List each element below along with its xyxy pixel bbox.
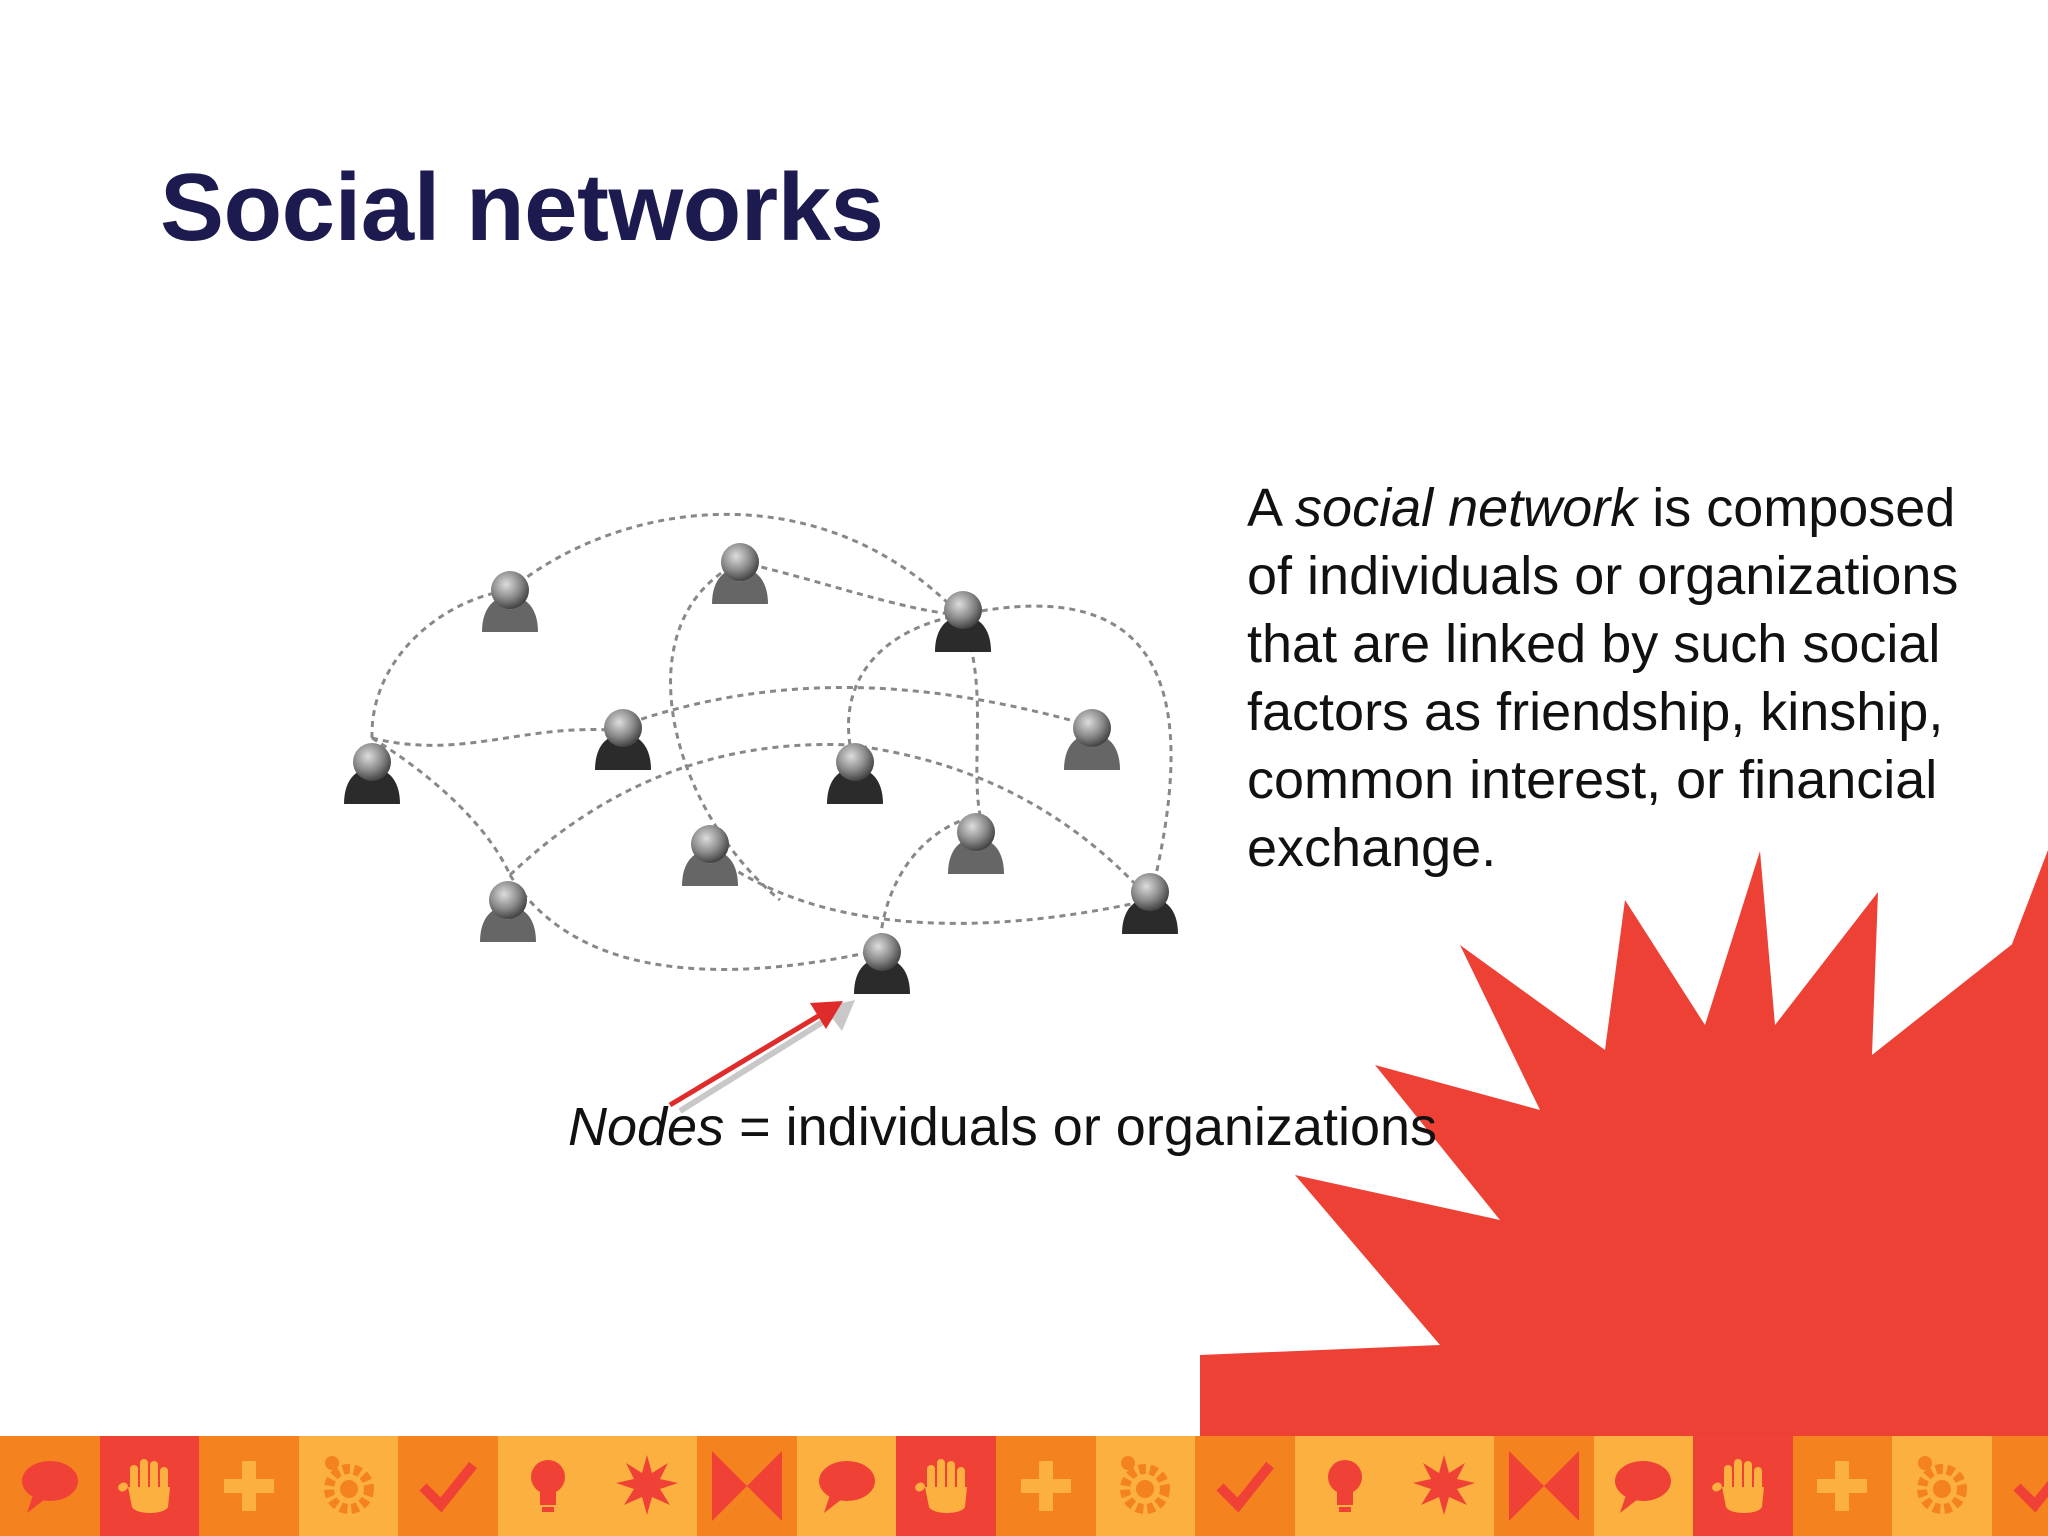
footer-tile	[298, 1436, 399, 1536]
gear-icon	[1917, 1456, 1968, 1514]
caption-body: = individuals or organizations	[724, 1097, 1438, 1157]
lightbulb-icon	[1327, 1460, 1362, 1512]
person-node-icon	[854, 933, 910, 994]
person-node-icon	[1064, 709, 1120, 770]
bowtie-icon	[1508, 1451, 1579, 1521]
footer-tile	[1294, 1436, 1395, 1536]
footer-tile	[1991, 1436, 2048, 1536]
network-edge	[371, 728, 611, 747]
network-edge	[959, 604, 1173, 901]
person-node-icon	[344, 743, 400, 804]
hand-icon	[1712, 1459, 1764, 1513]
footer-pattern-strip	[0, 1436, 2048, 1536]
sunburst-graphic	[1200, 850, 2048, 1440]
footer-tile	[497, 1436, 598, 1536]
footer-tile	[896, 1436, 996, 1536]
definition-prefix: A	[1247, 478, 1296, 538]
red-arrow-icon	[668, 1000, 855, 1114]
footer-tile	[1593, 1436, 1694, 1536]
nodes-caption: Nodes = individuals or organizations	[568, 1093, 1437, 1161]
speech-bubble-icon	[21, 1461, 78, 1513]
caption-term: Nodes	[568, 1097, 725, 1157]
network-edge	[849, 743, 1152, 901]
slide-title: Social networks	[160, 154, 884, 261]
network-edge	[508, 743, 851, 877]
burst-icon	[616, 1455, 679, 1515]
footer-tile	[597, 1436, 698, 1536]
network-edge	[370, 588, 511, 739]
footer-tile	[0, 1436, 100, 1536]
check-icon	[419, 1461, 478, 1513]
footer-tile	[995, 1436, 1096, 1536]
footer-tile	[398, 1436, 498, 1536]
person-node-icon	[712, 543, 768, 604]
network-edges	[370, 512, 1173, 971]
network-nodes	[344, 543, 1178, 994]
footer-tile	[1792, 1436, 1893, 1536]
network-edge	[719, 858, 1151, 925]
person-node-icon	[1122, 873, 1178, 934]
burst-icon	[1413, 1455, 1476, 1515]
definition-text: A social network is composed of individu…	[1247, 474, 2007, 882]
plus-icon	[1817, 1461, 1868, 1511]
footer-tile	[796, 1436, 897, 1536]
plus-icon	[1020, 1461, 1071, 1511]
footer-tile	[1493, 1436, 1594, 1536]
definition-term: social network	[1295, 478, 1638, 538]
check-icon	[1216, 1461, 1274, 1513]
footer-tile	[1892, 1436, 1992, 1536]
person-node-icon	[935, 591, 991, 652]
gear-icon	[1120, 1456, 1171, 1514]
footer-tile	[199, 1436, 299, 1536]
footer-tile	[1195, 1436, 1295, 1536]
check-icon	[2013, 1480, 2048, 1513]
lightbulb-icon	[530, 1460, 565, 1512]
footer-tile	[99, 1436, 200, 1536]
network-edge	[508, 874, 881, 971]
person-node-icon	[827, 743, 883, 804]
footer-tile	[697, 1436, 797, 1536]
person-node-icon	[682, 825, 738, 886]
network-edge	[509, 512, 962, 617]
network-edge	[739, 560, 961, 617]
person-node-icon	[595, 709, 651, 770]
footer-tile	[1095, 1436, 1196, 1536]
network-edge	[878, 813, 981, 951]
footer-tile	[1394, 1436, 1494, 1536]
hand-icon	[118, 1459, 171, 1513]
person-node-icon	[948, 813, 1004, 874]
plus-icon	[223, 1461, 274, 1511]
speech-bubble-icon	[818, 1461, 875, 1513]
gear-icon	[323, 1456, 374, 1514]
network-edge	[847, 613, 961, 746]
network-edge	[609, 686, 1071, 732]
sunburst-shape	[1200, 850, 2048, 1440]
person-node-icon	[482, 571, 538, 632]
hand-icon	[915, 1459, 968, 1513]
person-node-icon	[480, 881, 536, 942]
network-diagram	[344, 512, 1178, 994]
network-edge	[371, 736, 512, 876]
speech-bubble-icon	[1615, 1461, 1672, 1513]
definition-body: is composed of individuals or organizati…	[1247, 478, 1959, 878]
bowtie-icon	[711, 1451, 782, 1521]
footer-tile	[1693, 1436, 1793, 1536]
